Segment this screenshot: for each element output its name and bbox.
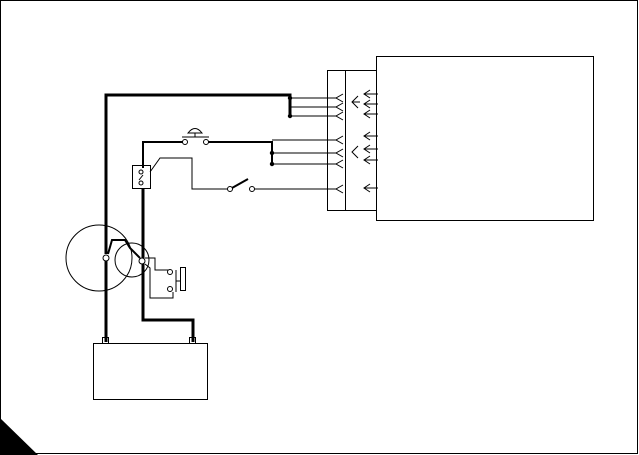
starter-solenoid-switch bbox=[144, 257, 186, 299]
battery-box bbox=[93, 343, 208, 400]
switch-contact bbox=[182, 139, 188, 145]
junction-dot bbox=[287, 113, 293, 119]
solenoid-link bbox=[138, 174, 144, 181]
control-module-box bbox=[376, 56, 594, 221]
switch-contact bbox=[249, 186, 255, 192]
pin-left-2 bbox=[334, 102, 344, 112]
switch-contact bbox=[167, 286, 173, 292]
pin-left-6 bbox=[334, 159, 344, 169]
pin-left-7 bbox=[334, 184, 344, 194]
junction-dot bbox=[269, 150, 275, 156]
control-wire bbox=[149, 157, 228, 190]
switch-wire bbox=[144, 263, 174, 299]
alternator-icon bbox=[65, 224, 133, 292]
switch-wire bbox=[145, 257, 170, 271]
starter-motor-icon bbox=[114, 242, 150, 278]
push-button-icon bbox=[186, 128, 204, 134]
solenoid-terminal bbox=[138, 169, 144, 175]
link-wire bbox=[107, 239, 141, 259]
connector-block bbox=[327, 70, 378, 211]
solenoid bbox=[132, 165, 151, 189]
bus-wire-3 bbox=[208, 141, 273, 164]
solenoid-terminal bbox=[138, 180, 144, 186]
switch-button-icon bbox=[180, 267, 186, 291]
open-switch-icon bbox=[231, 178, 249, 189]
battery-terminal-positive bbox=[189, 337, 196, 344]
switch-contact bbox=[227, 186, 233, 192]
pin-right-4 bbox=[363, 131, 378, 141]
pin-right-2 bbox=[363, 99, 378, 109]
connector-pins bbox=[334, 89, 378, 194]
pin-left-5 bbox=[334, 148, 344, 158]
pin-left-1 bbox=[334, 93, 344, 103]
pin-right-7 bbox=[363, 183, 378, 193]
pin-right-6 bbox=[363, 155, 378, 165]
pin-right-3 bbox=[363, 109, 378, 119]
main-power-wire bbox=[104, 93, 292, 254]
toggle-switch bbox=[227, 178, 255, 192]
bus-wire-2 bbox=[142, 141, 183, 168]
switch-contact bbox=[167, 269, 173, 275]
switch-contact bbox=[203, 139, 209, 145]
battery bbox=[93, 337, 208, 400]
junction-dot bbox=[287, 95, 293, 101]
starter-terminal bbox=[138, 257, 146, 265]
pin-right-5 bbox=[363, 144, 378, 154]
corner-mark bbox=[0, 418, 38, 455]
push-button-switch bbox=[182, 128, 209, 145]
pin-middle-marks bbox=[351, 95, 360, 159]
alternator-terminal bbox=[102, 254, 110, 262]
junction-dot bbox=[269, 161, 275, 167]
pin-right-1 bbox=[363, 89, 378, 99]
battery-terminal-negative bbox=[102, 337, 109, 344]
pin-left-4 bbox=[334, 135, 344, 145]
starter-cable bbox=[141, 188, 195, 342]
pin-left-3 bbox=[334, 111, 344, 121]
